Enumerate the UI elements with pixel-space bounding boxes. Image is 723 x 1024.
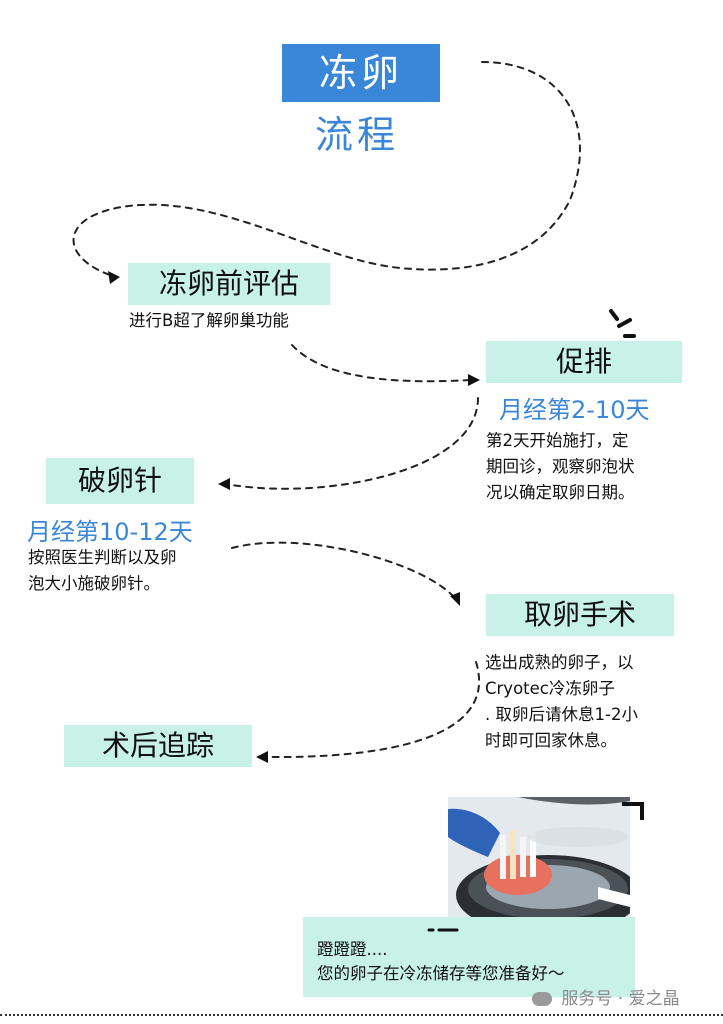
desc-line: 第2天开始施打，定: [486, 431, 629, 450]
step-title: 取卵手术: [523, 598, 636, 631]
step-box-trigger: 破卵针: [46, 458, 194, 504]
connector-eval-to-promote: [291, 344, 471, 383]
desc-line: 时即可回家休息。: [485, 731, 617, 750]
arrowhead-followup: [256, 751, 268, 763]
desc-line: 期回诊，观察卵泡状: [486, 457, 635, 476]
connector-retrieval-to-followup: [269, 661, 480, 759]
step-period-trigger: 月经第10-12天: [27, 518, 193, 546]
step-title: 冻卵前评估: [158, 267, 299, 300]
connector-trigger-to-retrieval: [231, 541, 456, 599]
desc-line: . 取卵后请休息1-2小: [485, 705, 638, 724]
connector-title-to-eval: [72, 61, 581, 276]
arrowhead-retrieval: [450, 592, 460, 606]
note-dash-icon: [427, 928, 459, 932]
desc-line: 泡大小施破卵针。: [28, 574, 160, 593]
desc-line: 况以确定取卵日期。: [486, 483, 635, 502]
corner-bracket-icon: [622, 802, 644, 820]
watermark-text: 服务号 · 爱之晶: [561, 989, 680, 1009]
desc-line: 选出成熟的卵子，以: [485, 653, 634, 672]
footer-dotted-line: [0, 1014, 723, 1016]
step-box-evaluation: 冻卵前评估: [128, 263, 330, 305]
step-desc-trigger: 按照医生判断以及卵 泡大小施破卵针。: [28, 545, 177, 597]
arrowhead-eval: [108, 271, 120, 284]
note-box: 蹬蹬蹬.... 您的卵子在冷冻储存等您准备好～: [303, 917, 635, 997]
step-period-stimulation: 月经第2-10天: [499, 396, 650, 424]
sparkle-marks: [609, 309, 636, 338]
title-box: 冻卵: [282, 44, 440, 102]
step-desc-stimulation: 第2天开始施打，定 期回诊，观察卵泡状 况以确定取卵日期。: [486, 428, 635, 506]
arrowhead-trigger: [218, 478, 230, 490]
connector-promote-to-trigger: [231, 397, 479, 490]
cryo-storage-photo: [448, 797, 630, 925]
desc-line: 按照医生判断以及卵: [28, 548, 177, 567]
wechat-icon: [532, 992, 552, 1006]
step-desc-evaluation: 进行B超了解卵巢功能: [129, 311, 289, 330]
step-box-retrieval: 取卵手术: [486, 594, 674, 636]
step-box-followup: 术后追踪: [64, 725, 252, 767]
arrowhead-promote: [468, 374, 480, 386]
note-line-1: 蹬蹬蹬....: [317, 940, 388, 959]
title-subtitle: 流程: [315, 113, 400, 157]
watermark: 服务号 · 爱之晶: [532, 984, 680, 1009]
step-box-stimulation: 促排: [486, 341, 682, 383]
step-title: 破卵针: [77, 464, 162, 497]
step-title: 促排: [555, 345, 612, 378]
step-title: 术后追踪: [101, 729, 214, 762]
step-desc-retrieval: 选出成熟的卵子，以 Cryotec冷冻卵子 . 取卵后请休息1-2小 时即可回家…: [485, 650, 638, 754]
desc-line: Cryotec冷冻卵子: [485, 679, 615, 698]
note-line-2: 您的卵子在冷冻储存等您准备好～: [317, 964, 565, 983]
